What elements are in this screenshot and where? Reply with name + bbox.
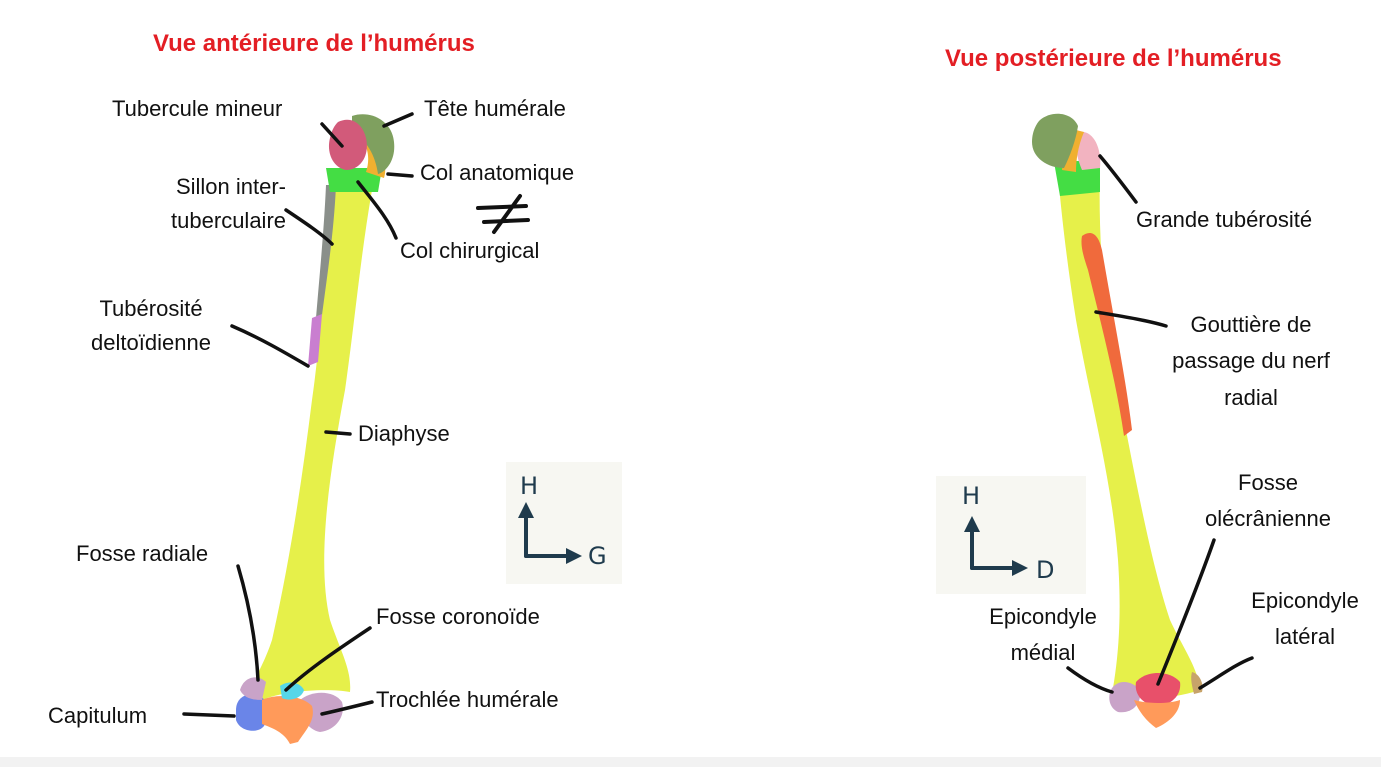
anterior-axis-right-letter: G [588,542,607,570]
label-epicondyle-medial: Epicondyle médial [968,604,1118,667]
leader-diaphyse [324,430,352,436]
anterior-lesser-tubercle [328,119,367,170]
label-epi-lateral-line1: Epicondyle [1251,588,1359,613]
anterior-trochlea-orange [262,696,313,744]
leader-fosse-coronoide [284,626,372,692]
anterior-capitulum [236,694,268,731]
label-tuberosite-line1: Tubérosité [99,296,203,321]
anterior-view-title: Vue antérieure de l’humérus [153,30,475,57]
leader-gouttiere [1094,310,1168,328]
anterior-diaphysis [248,170,378,700]
leader-fosse-radiale [236,564,260,682]
anterior-leader-lines [182,112,414,718]
anterior-humerus [236,114,395,744]
label-fosse-line1: Fosse [1238,470,1298,495]
label-trochlee: Trochlée humérale [376,687,559,712]
label-col-chirurgical: Col chirurgical [400,238,540,263]
label-tubercule-mineur: Tubercule mineur [112,96,283,121]
leader-trochlee [320,700,374,716]
label-tuberosite: Tubérosité deltoïdienne [76,296,226,357]
label-sillon-line2: tuberculaire [171,208,286,234]
leader-col-anatomique [386,172,414,178]
label-fosse-coronoide: Fosse coronoïde [376,604,540,629]
label-tuberosite-line2: deltoïdienne [91,330,211,356]
leader-epicondyle-medial [1066,666,1114,694]
label-col-anatomique: Col anatomique [420,160,575,185]
posterior-trochlea-orange [1134,700,1180,728]
not-equal-sign [476,194,530,234]
label-sillon: Sillon inter- tuberculaire [140,174,286,235]
label-epi-medial-line2: médial [1010,640,1076,666]
posterior-leader-lines [1066,154,1254,694]
anterior-coronoid-fossa [280,682,304,700]
anterior-deltoid [308,314,322,366]
label-epi-medial-line1: Epicondyle [989,604,1097,629]
anterior-axis-arrows [518,502,582,564]
leader-fosse-olecranienne [1156,538,1216,686]
posterior-axis-right-letter: D [1036,556,1055,584]
bottom-bar [0,757,1381,767]
label-diaphyse: Diaphyse [358,421,450,446]
posterior-head [1032,113,1078,168]
leader-tuberosite [230,324,310,368]
leader-grande-tuberosite [1098,154,1138,204]
leader-capitulum [182,712,236,718]
label-fosse-radiale: Fosse radiale [76,541,209,566]
posterior-view-title: Vue postérieure de l’humérus [945,45,1282,72]
posterior-olecranon-fossa [1135,673,1181,706]
anterior-groove [316,185,336,318]
posterior-humerus [1032,113,1203,728]
label-sillon-line1: Sillon inter- [175,174,286,199]
label-gouttiere: Gouttière de passage du nerf radial [1148,312,1354,411]
posterior-radial-groove [1081,232,1132,436]
label-capitulum: Capitulum [48,703,148,728]
label-gouttiere-line2: passage du nerf [1172,348,1330,374]
leader-epicondyle-lateral [1198,656,1254,690]
label-gouttiere-line3: radial [1224,384,1278,410]
label-fosse-olecranienne: Fosse olécrânienne [1188,470,1348,533]
label-tete-humerale: Tête humérale [424,96,566,121]
posterior-medial-epicondyle [1109,681,1141,713]
leader-tete-humerale [382,112,414,128]
posterior-axis-box [936,476,1086,594]
anterior-surgical-neck [326,168,382,192]
posterior-axis-up-letter: H [962,482,981,510]
posterior-diaphysis [1058,168,1200,699]
label-gouttiere-line1: Gouttière de [1190,312,1312,337]
anterior-head [352,114,395,174]
posterior-axis-arrows [964,516,1028,576]
leader-sillon [284,208,334,246]
label-epi-lateral-line2: latéral [1275,624,1335,650]
label-epicondyle-lateral: Epicondyle latéral [1230,588,1380,651]
leader-tubercule-mineur [320,122,344,148]
anterior-lateral-condyle [240,677,266,700]
leader-col-chirurgical [356,180,398,240]
label-grande-tuberosite: Grande tubérosité [1136,207,1313,232]
label-fosse-line2: olécrânienne [1205,506,1331,532]
anterior-axis-up-letter: H [520,472,539,500]
posterior-greater-tubercle [1076,131,1101,170]
